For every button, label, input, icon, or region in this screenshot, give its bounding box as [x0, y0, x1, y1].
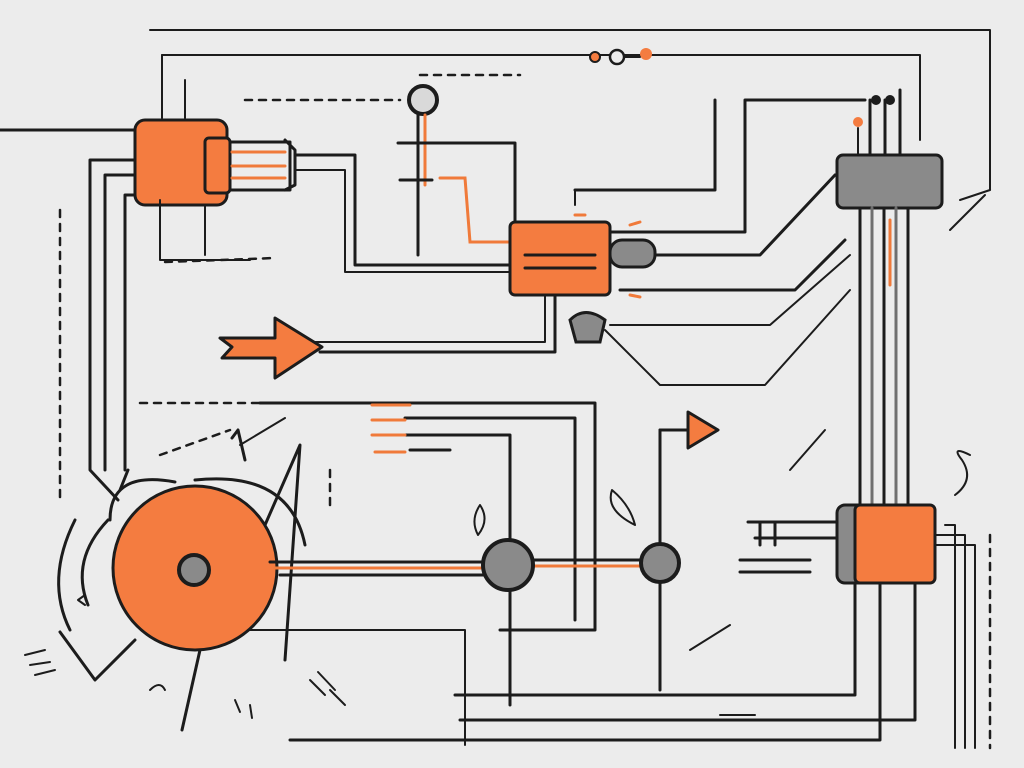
- vertical-bus: [858, 206, 910, 507]
- outer-wires: [0, 29, 991, 231]
- frame-wire-top: [149, 29, 991, 191]
- grey-node-center: [481, 538, 535, 592]
- orange-module-center: [314, 213, 657, 354]
- frame-wire-top-2: [161, 54, 921, 141]
- orange-disc-left: [24, 208, 346, 732]
- frame-wire-tick: [959, 189, 991, 201]
- arrow-right: [658, 410, 720, 562]
- wires-top-left-module: [88, 153, 517, 502]
- frame-wire-diag: [949, 194, 986, 231]
- probe-switch: [243, 84, 517, 257]
- grey-module-top-right: [835, 88, 944, 210]
- orange-module-right: [288, 450, 992, 750]
- arrow-left: [218, 316, 324, 380]
- grey-node-right: [639, 542, 681, 584]
- orange-module-top-left: [133, 118, 297, 207]
- wires-center-right: [573, 98, 867, 386]
- comb-connector: [138, 401, 597, 632]
- shaft-and-nodes: [249, 429, 826, 746]
- top-dots: [418, 48, 652, 77]
